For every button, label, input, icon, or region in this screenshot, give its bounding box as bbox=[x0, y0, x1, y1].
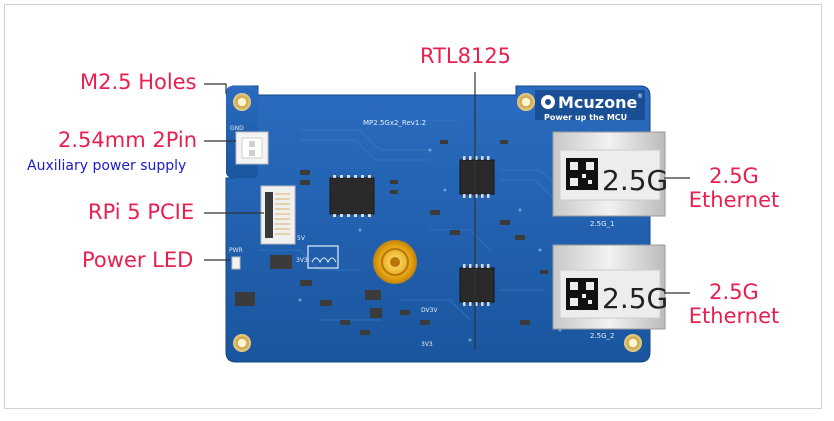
brand-slogan: Power up the MCU bbox=[544, 113, 627, 122]
label-ethernet-2-line2: Ethernet bbox=[688, 304, 780, 328]
mounting-hole-bottom-right bbox=[624, 334, 642, 352]
label-ethernet-1: 2.5G Ethernet bbox=[684, 164, 784, 212]
rtl8125-chip-1 bbox=[459, 156, 495, 198]
model-silk: MP2.5Gx2_Rev1.2 bbox=[363, 119, 426, 127]
v33-silk-b: 3V3 bbox=[421, 341, 433, 348]
dv-silk: DV3V bbox=[421, 307, 438, 314]
inductor bbox=[307, 245, 339, 269]
mounting-hole-top-right bbox=[517, 93, 535, 111]
brand-name: Mcuzone bbox=[558, 93, 637, 112]
pwr-silk: PWR bbox=[229, 247, 243, 254]
label-aux-power: Auxiliary power supply bbox=[27, 158, 187, 174]
label-rtl8125: RTL8125 bbox=[420, 44, 512, 68]
label-rpi5-pcie: RPi 5 PCIE bbox=[88, 200, 195, 224]
pcie-switch-chip bbox=[329, 175, 375, 217]
mounting-hole-bottom-left bbox=[233, 334, 251, 352]
rtl8125-chip-2 bbox=[459, 264, 495, 306]
label-pin-header: 2.54mm 2Pin bbox=[58, 128, 198, 152]
brand-mark: ® bbox=[637, 93, 643, 100]
pcie-fpc-connector bbox=[260, 185, 296, 245]
label-ethernet-2-line1: 2.5G bbox=[709, 280, 759, 304]
port2-silk: 2.5G_2 bbox=[590, 332, 615, 340]
ethernet-port-1 bbox=[552, 131, 666, 217]
label-m25-holes: M2.5 Holes bbox=[80, 70, 197, 94]
label-ethernet-1-line1: 2.5G bbox=[709, 164, 759, 188]
passive-components bbox=[235, 140, 548, 335]
label-ethernet-2: 2.5G Ethernet bbox=[684, 280, 784, 328]
label-ethernet-1-line2: Ethernet bbox=[688, 188, 780, 212]
v5-silk: 5V bbox=[297, 235, 306, 242]
mounting-hole-top-left bbox=[233, 93, 251, 111]
power-led bbox=[231, 256, 241, 270]
gnd-silk: GND bbox=[230, 125, 244, 132]
brand-block bbox=[535, 90, 645, 120]
port2-tag: 2.5G bbox=[602, 282, 668, 315]
label-power-led: Power LED bbox=[82, 248, 194, 272]
leader-lines bbox=[204, 72, 690, 350]
pin-header-2p bbox=[235, 131, 269, 165]
ethernet-port-2 bbox=[552, 244, 666, 330]
v33-silk: 3V3 bbox=[296, 257, 308, 264]
port1-silk: 2.5G_1 bbox=[590, 220, 615, 228]
port1-tag: 2.5G bbox=[602, 164, 668, 197]
